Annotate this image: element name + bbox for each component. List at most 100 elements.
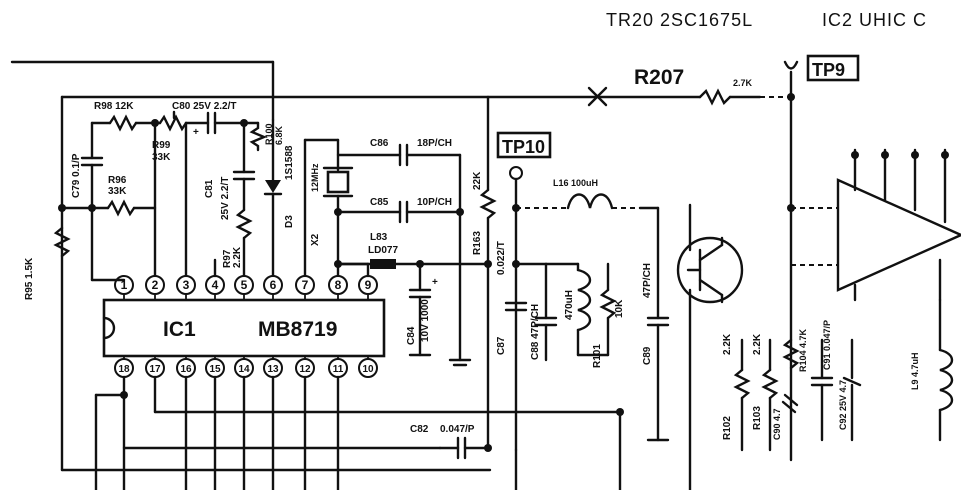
- r99-value: 33K: [152, 152, 171, 163]
- r163-value: 22K: [472, 171, 483, 190]
- r95-resistor: [53, 226, 71, 258]
- ic1-ref: IC1: [163, 318, 196, 341]
- ic1-pin-7: 7: [302, 278, 309, 292]
- c79-capacitor: [80, 121, 104, 282]
- r99-label: R99: [152, 140, 171, 151]
- ic1-pin-17: 17: [149, 364, 161, 375]
- ic1-pin-12: 12: [299, 364, 311, 375]
- l9-label: L9 4.7uH: [910, 352, 920, 390]
- c84-plus-sign: +: [432, 277, 438, 288]
- l9-inductor: [938, 298, 954, 442]
- c86-label: C86: [370, 138, 389, 149]
- r96-resistor: [58, 199, 157, 217]
- l83-part: LD077: [368, 245, 398, 256]
- c79-label: C79 0.1/P: [71, 153, 82, 198]
- c81-value: 25V 2.2/T: [220, 177, 231, 220]
- header-transistor-label: TR20 2SC1675L: [606, 10, 753, 30]
- c80-capacitor: [184, 111, 248, 135]
- ic1-pin-18: 18: [118, 364, 130, 375]
- ic1-part: MB8719: [258, 318, 337, 341]
- c90-label: C90 4.7: [772, 408, 782, 440]
- ic1-pin-5: 5: [241, 278, 248, 292]
- ic1-chip: IC1 MB8719: [102, 298, 386, 358]
- c81-label: C81: [204, 179, 215, 198]
- x2-value: 12MHz: [310, 163, 320, 192]
- d3-diode-icon: [263, 118, 283, 282]
- r98-resistor: [90, 114, 159, 132]
- r102-label: R102: [722, 416, 733, 440]
- l16-label: L16 100uH: [553, 178, 598, 188]
- ic1-top-pins: 1 2 3 4 5 6 7 8 9: [114, 275, 378, 300]
- c85-label: C85: [370, 197, 389, 208]
- x2-label: X2: [310, 233, 321, 246]
- tp10-test-point: TP10: [496, 131, 552, 452]
- c86-capacitor: [336, 143, 462, 362]
- r95-label: R95 1.5K: [24, 257, 35, 300]
- r97-resistor: [235, 208, 253, 282]
- tp10-label: TP10: [502, 137, 545, 157]
- r101-resistor: [599, 262, 617, 357]
- c84-value: 10V 1000: [420, 299, 431, 342]
- c89-label: C89: [642, 346, 653, 365]
- ic1-bottom-pins: 18 17 16 15 14 13 12 11 10: [114, 356, 378, 378]
- r96-value: 33K: [108, 186, 127, 197]
- r103-value: 2.2K: [752, 333, 763, 355]
- c91-label: C91 0.047/P: [822, 320, 832, 370]
- c81-capacitor: [232, 121, 256, 212]
- r98-label: R98 12K: [94, 101, 134, 112]
- l15-inductor: [544, 262, 610, 357]
- c92-label: C92 25V 4.7: [838, 380, 848, 430]
- ic1-pin-14: 14: [238, 364, 250, 375]
- c86-value: 18P/CH: [417, 138, 452, 149]
- c82-capacitor: [438, 436, 492, 460]
- tp9-label: TP9: [812, 60, 845, 80]
- ic1-pin-3: 3: [183, 278, 190, 292]
- ic2-amplifier-icon: [791, 148, 961, 302]
- ic1-pin-2: 2: [152, 278, 159, 292]
- x2-crystal-icon: [303, 138, 354, 282]
- d3-label: D3: [284, 215, 295, 228]
- r101-value: 10K: [614, 299, 625, 318]
- ic1-pin-6: 6: [270, 278, 277, 292]
- r103-resistor: [761, 338, 779, 452]
- top-bus-wires: [10, 60, 790, 472]
- r103-label: R103: [752, 406, 763, 430]
- ic1-pin-1: 1: [121, 278, 128, 292]
- c84-label: C84: [406, 326, 417, 345]
- r104-label: R104 4.7K: [798, 328, 808, 372]
- c82-value: 0.047/P: [440, 424, 475, 435]
- ic1-pin-8: 8: [335, 278, 342, 292]
- l83-label: L83: [370, 232, 388, 243]
- ic1-pin-13: 13: [267, 364, 279, 375]
- c80-plus-sign: +: [193, 127, 199, 138]
- r163-resistor: [479, 95, 497, 450]
- tr20-transistor-icon: [676, 203, 744, 490]
- r99-resistor: [153, 110, 188, 132]
- r207-value: 2.7K: [733, 78, 753, 88]
- c82-label: C82: [410, 424, 429, 435]
- d3-part: 1S1588: [284, 145, 295, 180]
- r102-resistor: [733, 338, 751, 452]
- ic1-pin-10: 10: [362, 364, 374, 375]
- r101-label: R101: [592, 344, 603, 368]
- ic1-pin-9: 9: [365, 278, 372, 292]
- ic1-pin-11: 11: [333, 364, 344, 375]
- ic1-pin-4: 4: [212, 278, 219, 292]
- r96-label: R96: [108, 175, 127, 186]
- c85-value: 10P/CH: [417, 197, 452, 208]
- l15-label: 470uH: [564, 290, 575, 320]
- c85-capacitor: [334, 200, 464, 224]
- r163-label: R163: [472, 231, 483, 255]
- c87-label: C87: [496, 336, 507, 355]
- r207-label: R207: [634, 66, 684, 89]
- ic1-pin-15: 15: [209, 364, 221, 375]
- c88-label: C88 47P/CH: [530, 304, 541, 360]
- c88-capacitor: [512, 260, 558, 362]
- c89-capacitor: [638, 206, 670, 442]
- x-mark-icon: [587, 86, 608, 107]
- bottom-bus-wires: [60, 375, 624, 490]
- r102-value: 2.2K: [722, 333, 733, 355]
- r97-value: 2.2K: [232, 246, 243, 268]
- l16-inductor: [516, 193, 640, 210]
